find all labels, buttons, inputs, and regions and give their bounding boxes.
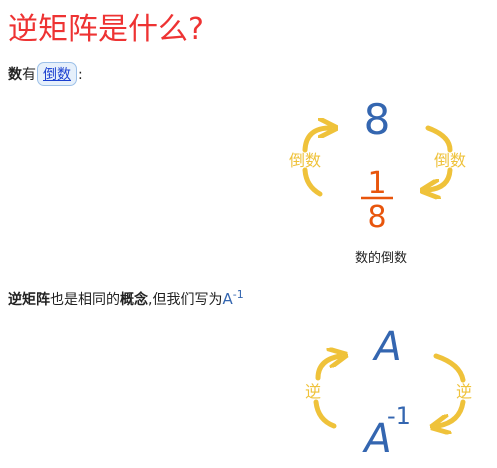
intro-colon: :: [78, 67, 83, 83]
inverse-diagram: 逆 逆 A A -1: [305, 324, 472, 462]
right-cycle-arrow-lower: [428, 167, 453, 190]
reciprocal-link[interactable]: 倒数: [37, 62, 77, 86]
page-title: 逆矩阵是什么?: [8, 12, 204, 47]
reciprocal-diagram: 倒数 倒数 8 1 8: [289, 95, 466, 235]
left-cycle-arrow-lower: [302, 167, 323, 197]
a-symbol: A: [222, 290, 233, 308]
right-arrow-label-2: 逆: [456, 383, 472, 401]
inverse-line: 逆矩阵也是相同的概念,但我们写为A-1: [8, 288, 244, 309]
matrix-a-inverse-base: A: [361, 416, 391, 462]
left-cycle-arrow-upper-2: [315, 356, 340, 381]
intro-line: 数有倒数:: [8, 62, 83, 86]
right-cycle-arrow-lower-2: [438, 399, 466, 426]
inverse-text-2: ,但我们写为: [148, 292, 223, 308]
a-inverse-symbol: A-1: [222, 288, 244, 308]
matrix-a: A: [371, 324, 401, 370]
intro-text: 有: [22, 67, 36, 83]
number-eight: 8: [364, 95, 391, 144]
intro-bold: 数: [8, 67, 22, 83]
matrix-a-inverse-exponent: -1: [387, 402, 411, 430]
fraction-numerator: 1: [367, 166, 386, 201]
left-cycle-arrow-lower-2: [313, 399, 337, 429]
inverse-text-1: 也是相同的: [50, 292, 120, 308]
inverse-matrix-bold: 逆矩阵: [8, 292, 50, 308]
left-arrow-label: 倒数: [289, 152, 321, 170]
reciprocal-caption: 数的倒数: [355, 251, 408, 266]
a-exponent: -1: [232, 288, 244, 301]
left-arrow-label-2: 逆: [305, 383, 321, 401]
concept-bold: 概念: [120, 292, 148, 308]
left-cycle-arrow-upper: [302, 128, 330, 153]
right-cycle-arrow-upper: [425, 125, 453, 153]
right-arrow-label: 倒数: [434, 152, 466, 170]
right-cycle-arrow-upper-2: [433, 353, 466, 383]
fraction-denominator: 8: [367, 200, 386, 235]
